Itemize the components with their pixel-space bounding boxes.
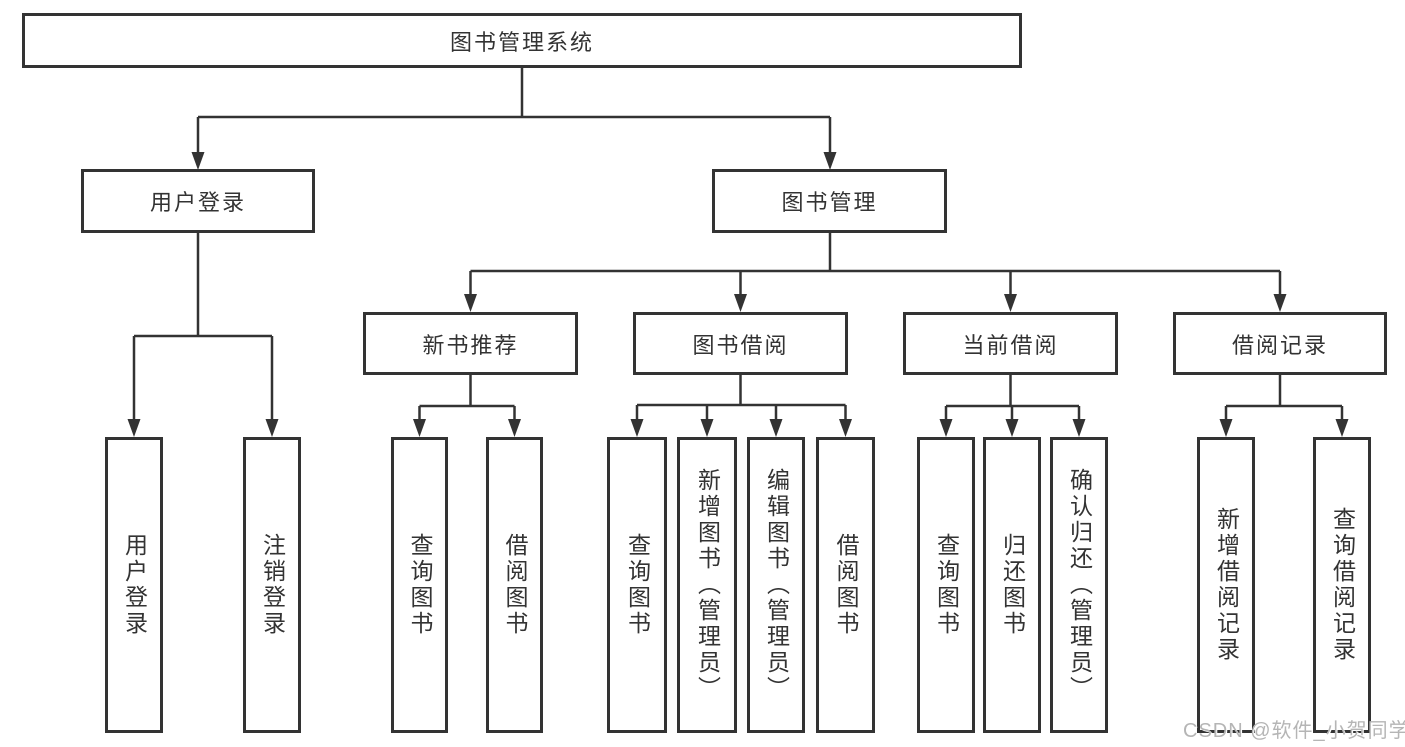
leaf-br-add-record: 新增借阅记录 bbox=[1197, 437, 1255, 733]
leaf-cb-return-books: 归还图书 bbox=[983, 437, 1041, 733]
leaf-br-query-record: 查询借阅记录 bbox=[1313, 437, 1371, 733]
leaf-bb-query-books: 查询图书 bbox=[607, 437, 667, 733]
leaf-bb-add-books-admin: 新增图书（管理员） bbox=[677, 437, 737, 733]
node-new-book-recommend: 新书推荐 bbox=[363, 312, 578, 375]
leaf-bb-borrow-books: 借阅图书 bbox=[816, 437, 875, 733]
node-current-borrowing: 当前借阅 bbox=[903, 312, 1118, 375]
leaf-user-login: 用户登录 bbox=[105, 437, 163, 733]
node-book-management: 图书管理 bbox=[712, 169, 947, 233]
leaf-logout: 注销登录 bbox=[243, 437, 301, 733]
node-system-root: 图书管理系统 bbox=[22, 13, 1022, 68]
leaf-cb-confirm-return-admin: 确认归还（管理员） bbox=[1050, 437, 1108, 733]
leaf-nbr-query-books: 查询图书 bbox=[391, 437, 448, 733]
node-user-login-group: 用户登录 bbox=[81, 169, 315, 233]
leaf-cb-query-books: 查询图书 bbox=[917, 437, 975, 733]
arrowheads bbox=[127, 152, 1349, 437]
node-borrow-records: 借阅记录 bbox=[1173, 312, 1387, 375]
csdn-watermark: CSDN @软件_小贺同学 bbox=[1183, 720, 1405, 742]
leaf-nbr-borrow-books: 借阅图书 bbox=[486, 437, 543, 733]
leaf-bb-edit-books-admin: 编辑图书（管理员） bbox=[747, 437, 805, 733]
node-book-borrowing: 图书借阅 bbox=[633, 312, 848, 375]
